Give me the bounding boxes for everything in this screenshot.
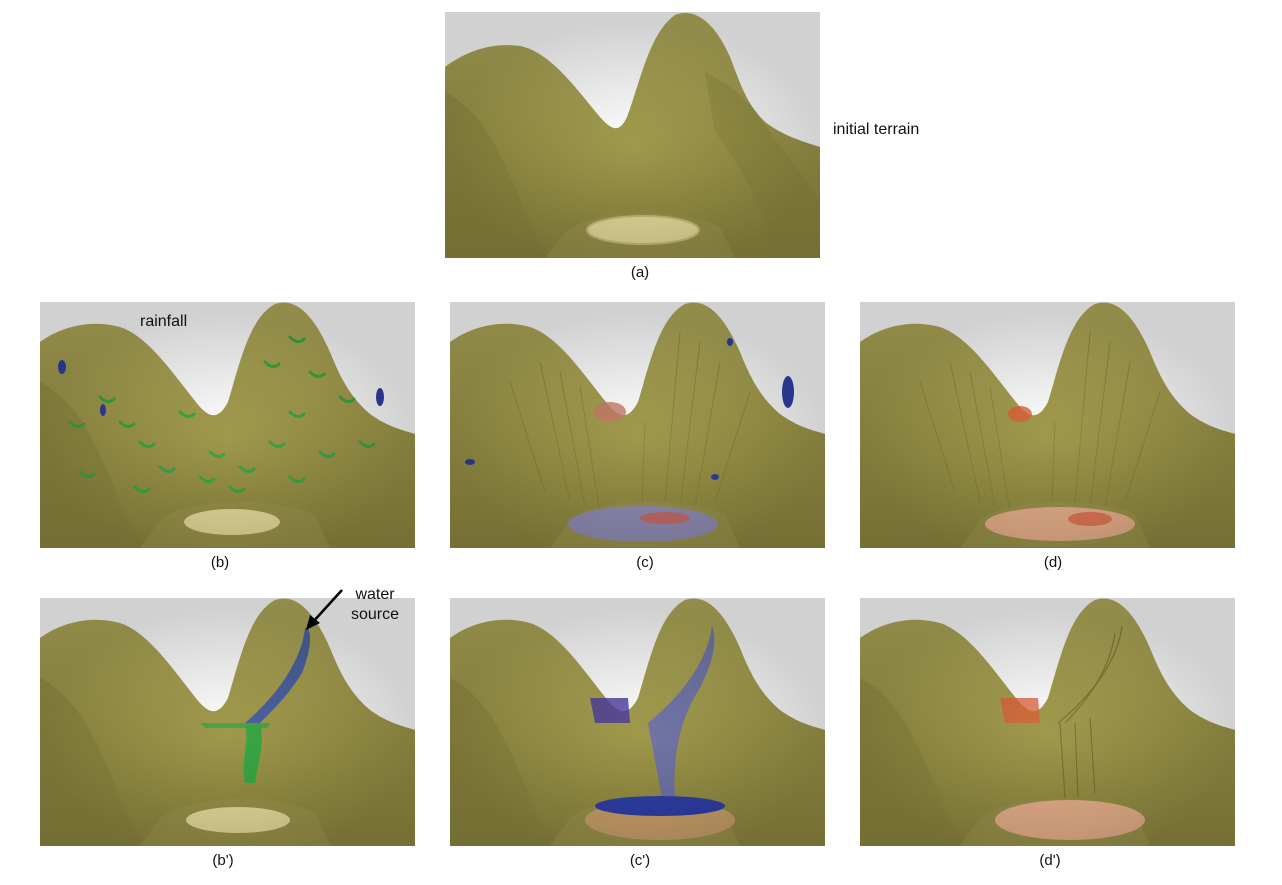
water-source-arrow <box>306 589 343 630</box>
label-water-source-line2: source <box>350 606 400 623</box>
label-rainfall: rainfall <box>140 313 188 330</box>
caption-c-prime: (c') <box>629 852 651 869</box>
panel-a-initial-terrain <box>445 12 820 258</box>
panel-b-rainfall <box>40 302 415 548</box>
caption-c: (c) <box>636 554 654 571</box>
panel-b-prime-water-source <box>40 598 415 846</box>
caption-b-prime: (b') <box>212 852 234 869</box>
label-water-source-line1: water <box>355 586 395 603</box>
panel-d-prime <box>860 598 1235 846</box>
caption-b: (b) <box>210 554 230 571</box>
label-initial-terrain: initial terrain <box>833 121 920 138</box>
caption-a: (a) <box>630 264 650 281</box>
label-water-source: water source <box>345 585 405 625</box>
panel-d <box>860 302 1235 548</box>
caption-d: (d) <box>1043 554 1063 571</box>
panel-c <box>450 302 825 548</box>
panel-c-prime <box>450 598 825 846</box>
caption-d-prime: (d') <box>1039 852 1061 869</box>
